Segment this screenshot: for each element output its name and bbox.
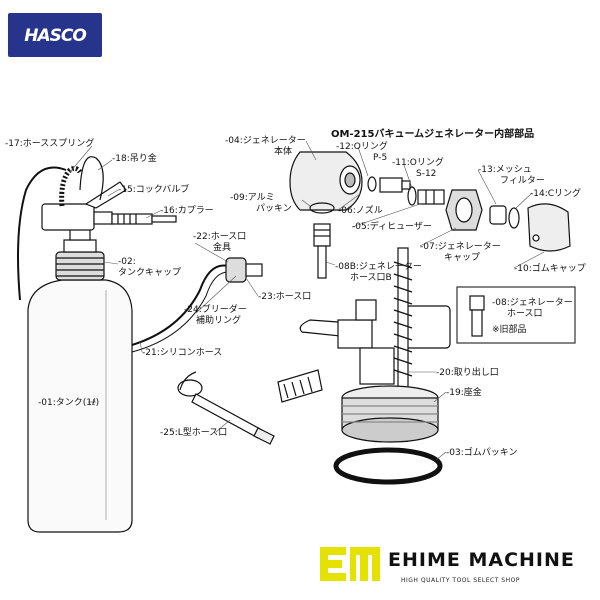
label-tank-cap: -02: [118,257,136,267]
label-hose-spring: -17:ホーススプリング [5,139,95,149]
ehime-logo-mark-icon [320,547,380,581]
old-part-box [456,286,576,344]
label-washer: -19:座金 [446,388,482,398]
generator-body-shape [289,151,363,211]
label-rubber-gasket: -03:ゴムパッキン [446,448,518,458]
diffuser-shape [417,189,445,205]
label-bleeder-2: 補助リング [196,316,242,326]
label-hose-fitting-2: 金具 [213,243,232,253]
leader-lines [69,140,545,461]
generator-cap-shape [445,189,483,231]
label-tank: -01:タンク(1ℓ) [38,398,100,408]
label-generator-body-2: 本体 [274,147,293,157]
label-c-ring: -14:Cリング [530,189,582,199]
label-generator-cap: -07:ジェネレーター [420,242,501,252]
label-generator-body: -04:ジェネレーター [225,136,306,146]
label-mesh-filter-2: フィルター [500,176,545,186]
rubber-cap-shape [527,203,571,252]
label-coupler: -16:カプラー [160,206,214,216]
hasco-logo-text: HASCO [24,26,87,46]
label-hanger: -18:吊り金 [112,154,157,164]
o-ring-p5-shape [367,176,377,192]
label-l-hose-port: -25:L型ホース口 [160,428,228,438]
rubber-gasket-shape [333,447,443,485]
label-o-ring-s12-2: S-12 [416,169,437,179]
label-hose-port: -23:ホース口 [258,292,312,302]
label-bleeder: -24:ブリーダー [184,305,247,315]
label-cock-valve: -15:コックバルブ [118,185,190,195]
label-hose-port-b-2: ホース口B [350,273,392,283]
label-old-part-note: ※旧部品 [492,325,527,335]
cock-valve-shape [41,181,127,231]
label-o-ring-p5-2: P-5 [373,153,388,163]
hose-fitting-shape [225,257,263,283]
hanger-ring-shape [79,156,104,201]
aluminum-gasket-shape [309,202,335,214]
silicone-hose-shape [131,264,229,346]
tank-cap-shape [55,221,105,281]
coupler-shape [111,213,177,225]
label-nozzle: -06:ノズル [338,206,383,216]
label-o-ring-p5: -12:Oリング [336,142,388,152]
label-generator-cap-2: キャップ [444,253,481,263]
label-hose-fitting: -22:ホース口 [193,232,247,242]
label-old-hose-port-2: ホース口 [507,309,543,319]
base-washer-shape [341,385,439,443]
label-o-ring-s12: -11:Oリング [392,158,444,168]
hose-spring-shape [59,165,83,207]
label-outlet: -20:取り出し口 [436,368,499,378]
label-aluminum-gasket: -09:アルミ [230,193,275,203]
label-tank-cap-2: タンクキャップ [118,268,182,278]
label-diffuser: -05:ディヒューザー [352,222,432,232]
c-ring-shape [508,207,520,229]
l-hose-fitting-shape [177,371,275,445]
hose-shape [17,166,67,301]
label-old-hose-port: -08:ジェネレーター [492,298,573,308]
brand-name: EHIME MACHINE [388,549,575,571]
tank-shape [27,279,133,533]
label-silicone-hose: -21:シリコンホース [142,348,223,358]
hose-port-b-shape [313,223,331,279]
hasco-logo: HASCO [8,13,102,57]
brand-tagline: HIGH QUALITY TOOL SELECT SHOP [401,577,520,584]
nozzle-shape [379,177,411,193]
label-mesh-filter: -13:メッシュ [478,165,532,175]
mesh-filter-shape [489,205,507,225]
label-rubber-cap: -10:ゴムキャップ [514,264,586,274]
diagram-title: OM-215バキュームジェネレーター内部部品 [331,129,535,140]
label-aluminum-gasket-2: パッキン [256,204,292,214]
lower-assembly-shape [277,299,451,403]
o-ring-s12-shape [407,186,417,206]
label-hose-port-b: -08B:ジェネレーター [335,262,422,272]
